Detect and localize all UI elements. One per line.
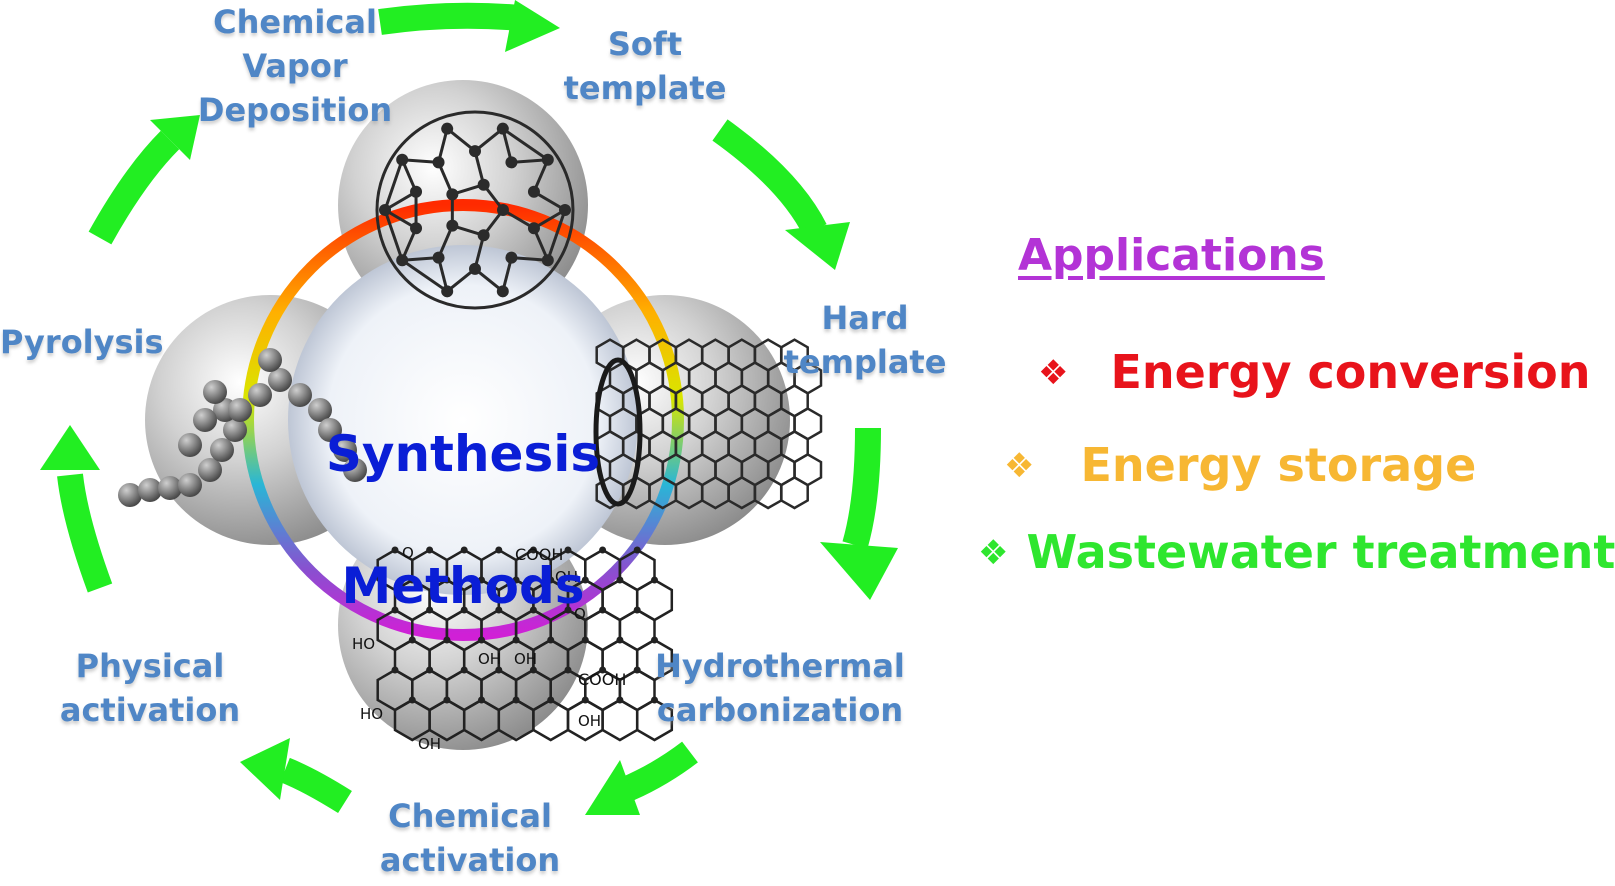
diamond-bullet-icon: ❖ — [978, 533, 1009, 573]
application-item-energy-conversion: ❖ Energy conversion — [1038, 345, 1590, 399]
rainbow-ring — [242, 199, 684, 641]
application-label: Energy storage — [1080, 438, 1477, 492]
go-label-oh-2: OH — [478, 650, 502, 668]
arrow-soft-to-hard — [712, 119, 850, 270]
go-label-o-1: O — [402, 544, 414, 562]
fullerene-molecule — [375, 110, 575, 310]
method-label-cvd: Chemical Vapor Deposition — [197, 3, 393, 129]
application-label: Energy conversion — [1110, 345, 1591, 399]
go-label-oh-5: OH — [418, 735, 442, 753]
arrow-cvd-to-soft — [378, 0, 560, 52]
go-label-oh-4: OH — [578, 712, 602, 730]
go-label-cooh-1: COOH — [515, 545, 564, 564]
go-label-ho-2: HO — [360, 705, 384, 723]
application-item-wastewater-treatment: ❖ Wastewater treatment — [978, 525, 1615, 579]
cycle-arrows — [40, 0, 898, 815]
go-label-ho-1: HO — [352, 635, 376, 653]
application-item-energy-storage: ❖ Energy storage — [1004, 438, 1476, 492]
method-label-chemical-activation: Chemical activation — [379, 797, 561, 879]
go-label-oh-1: OH — [555, 568, 579, 586]
center-title-line1: Synthesis — [325, 425, 601, 483]
arrow-hydro-to-chem — [585, 741, 698, 815]
arrow-hard-to-hydro — [820, 427, 898, 600]
method-label-soft-template: Soft template — [563, 25, 727, 107]
diamond-bullet-icon: ❖ — [1038, 353, 1069, 393]
go-label-o-2: O — [574, 605, 586, 623]
method-label-pyrolysis: Pyrolysis — [0, 323, 164, 361]
arrow-pyro-to-cvd — [88, 115, 200, 245]
diamond-bullet-icon: ❖ — [1004, 446, 1035, 486]
application-label: Wastewater treatment — [1026, 525, 1615, 579]
nanotube-structure — [593, 338, 823, 510]
applications-heading: Applications — [1018, 230, 1325, 281]
arrow-chem-to-phys — [240, 738, 352, 814]
arrow-phys-to-pyro — [40, 425, 113, 593]
graphene-oxide-structure — [376, 546, 674, 742]
go-label-cooh-2: COOH — [578, 670, 627, 689]
center-disk — [288, 245, 638, 595]
method-label-hard-template: Hard template — [783, 299, 947, 381]
center-title-line2: Methods — [341, 557, 585, 615]
center-title: Synthesis Methods — [318, 355, 608, 685]
go-label-oh-3: OH — [514, 650, 538, 668]
method-label-hydrothermal: Hydrothermal carbonization — [655, 647, 905, 729]
carbon-spheres-chain — [118, 348, 367, 507]
method-label-physical-activation: Physical activation — [59, 647, 241, 729]
